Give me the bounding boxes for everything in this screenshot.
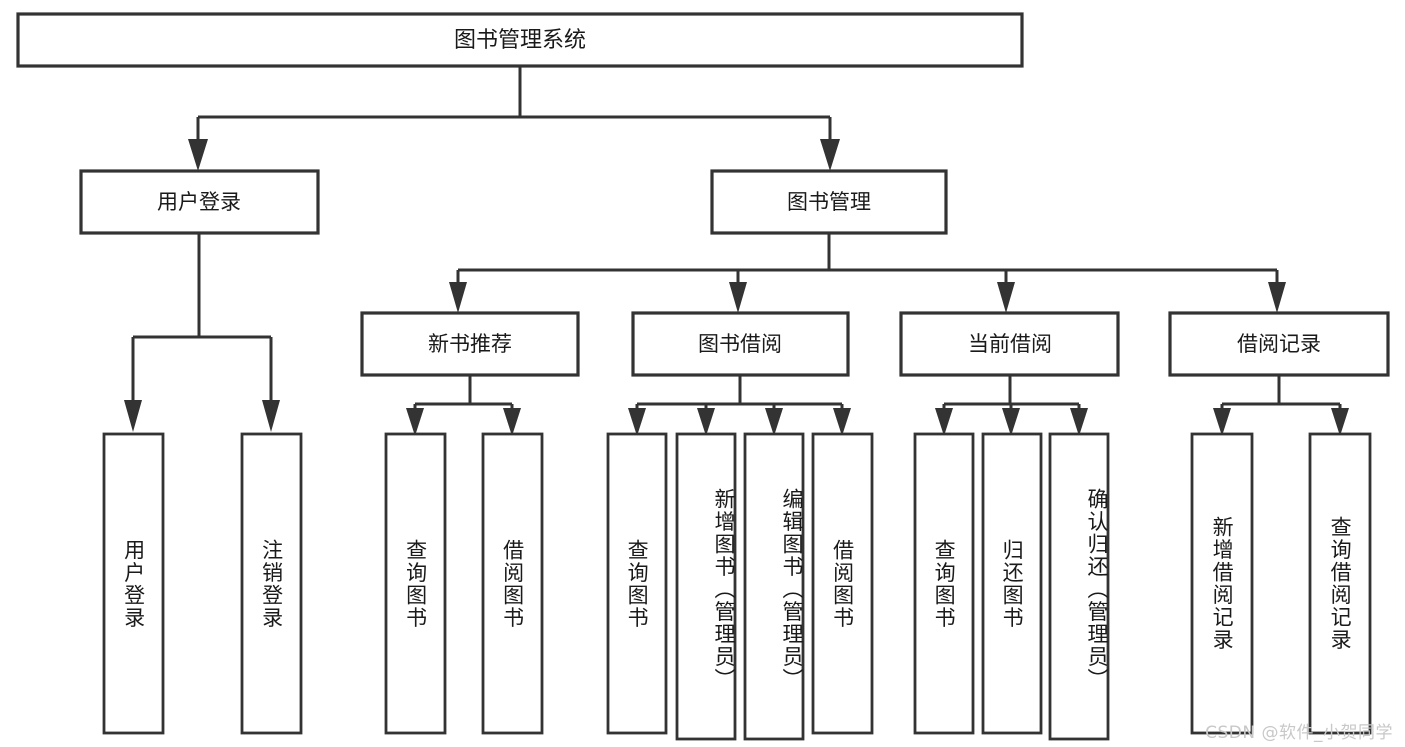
node-borrow-record-label: 借阅记录: [1237, 332, 1321, 356]
arrow-head-leaf-add-book: [697, 408, 715, 436]
node-leaf-add-record-box[interactable]: [1190, 432, 1254, 735]
arrow-head-user-login: [188, 139, 208, 171]
node-leaf-query-record-box[interactable]: [1308, 432, 1372, 735]
node-leaf-query-book-3-box[interactable]: [913, 432, 975, 735]
node-book-borrow-label: 图书借阅: [698, 332, 782, 356]
node-borrow-record[interactable]: 借阅记录: [1168, 311, 1390, 377]
node-root[interactable]: 图书管理系统: [16, 12, 1024, 68]
node-leaf-borrow-book-2-box[interactable]: [811, 432, 874, 735]
node-current-borrow-label: 当前借阅: [968, 332, 1052, 356]
arrow-head-leaf-query-record: [1331, 408, 1349, 436]
arrow-head-leaf-query-book-1: [406, 408, 424, 436]
arrow-head-leaf-query-book-3: [935, 408, 953, 436]
arrow-head-leaf-user-login: [124, 400, 142, 432]
arrow-head-new-book-recommend: [449, 282, 467, 313]
node-book-management[interactable]: 图书管理: [710, 169, 948, 235]
arrow-head-leaf-edit-book: [765, 408, 783, 436]
node-user-login-label: 用户登录: [157, 190, 241, 214]
arrow-head-leaf-query-book-2: [628, 408, 646, 436]
arrow-head-leaf-add-record: [1213, 408, 1231, 436]
node-user-login[interactable]: 用户登录: [79, 169, 320, 235]
node-leaf-query-book-1-box[interactable]: [384, 432, 447, 735]
node-book-borrow-box[interactable]: [631, 311, 850, 377]
arrow-head-book-borrow: [729, 282, 747, 313]
node-new-book-recommend-box[interactable]: [360, 311, 580, 377]
node-leaf-return-book-box[interactable]: [981, 432, 1043, 735]
node-leaf-user-logout-box[interactable]: [240, 432, 303, 735]
arrow-head-leaf-borrow-book-2: [833, 408, 851, 436]
node-user-login-box[interactable]: [79, 169, 320, 235]
node-leaf-add-book-box[interactable]: [675, 432, 737, 741]
arrow-head-leaf-confirm-return: [1070, 408, 1088, 436]
node-leaf-borrow-book-1-box[interactable]: [481, 432, 544, 735]
node-borrow-record-box[interactable]: [1168, 311, 1390, 377]
node-new-book-recommend[interactable]: 新书推荐: [360, 311, 580, 377]
node-current-borrow-box[interactable]: [899, 311, 1120, 377]
node-leaf-edit-book-box[interactable]: [743, 432, 805, 741]
connector-layer: [124, 66, 1349, 436]
arrow-head-current-borrow: [997, 282, 1015, 313]
node-book-management-label: 图书管理: [787, 190, 871, 214]
watermark-text: CSDN @软件_小贺同学: [1205, 723, 1393, 743]
node-leaf-confirm-return-box[interactable]: [1048, 432, 1110, 741]
arrow-head-leaf-return-book: [1002, 408, 1020, 436]
node-book-management-box[interactable]: [710, 169, 948, 235]
arrow-head-book-management: [820, 139, 840, 171]
arrow-head-leaf-borrow-book-1: [503, 408, 521, 436]
arrow-head-borrow-record: [1268, 282, 1286, 313]
node-leaf-query-book-2-box[interactable]: [606, 432, 668, 735]
node-book-borrow[interactable]: 图书借阅: [631, 311, 850, 377]
node-root-box[interactable]: [16, 12, 1024, 68]
node-root-label: 图书管理系统: [454, 28, 586, 53]
node-leaf-user-login-box[interactable]: [102, 432, 165, 735]
arrow-head-leaf-user-logout: [262, 400, 280, 432]
node-new-book-recommend-label: 新书推荐: [428, 332, 512, 356]
node-current-borrow[interactable]: 当前借阅: [899, 311, 1120, 377]
